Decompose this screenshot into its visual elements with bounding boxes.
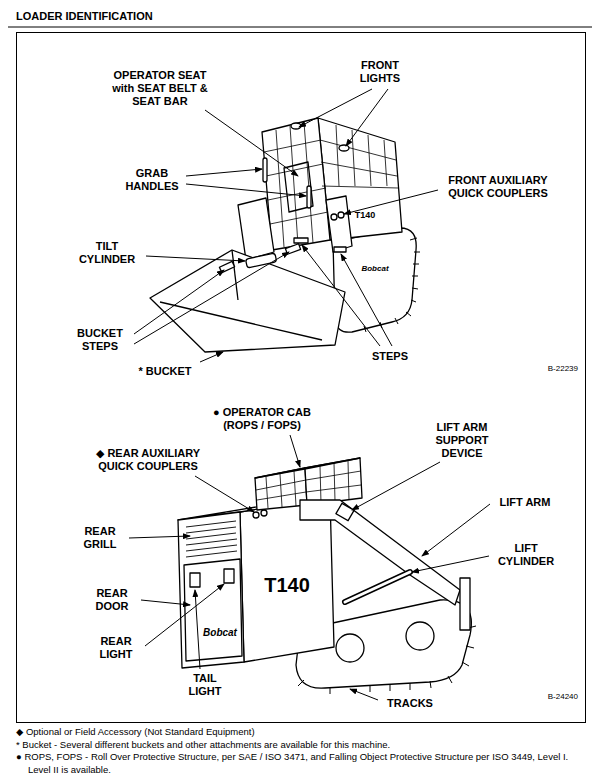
part-label: REAR GRILL (74, 525, 126, 551)
grab-handle (307, 186, 311, 208)
bucket-back (232, 250, 238, 300)
figure-frame (17, 33, 586, 723)
cab-front (262, 118, 330, 250)
part-label: REAR LIGHT (90, 635, 142, 661)
part-label: ● OPERATOR CAB (ROPS / FOPS) (206, 406, 318, 432)
track-wheel (406, 622, 434, 650)
front-light (339, 145, 349, 151)
rear-grill (186, 521, 237, 557)
part-label: GRAB HANDLES (121, 167, 183, 193)
part-label: TAIL LIGHT (179, 672, 231, 698)
quick-coupler (331, 214, 337, 220)
attachment-plate (460, 578, 470, 630)
track-treads (364, 238, 420, 332)
front-light (291, 123, 301, 129)
front-loader (150, 118, 420, 352)
cab-side (305, 458, 362, 505)
footnote: ◆ Optional or Field Accessory (Not Stand… (16, 726, 586, 739)
bucket-step (219, 261, 234, 272)
part-label: OPERATOR SEAT with SEAT BELT & SEAT BAR (105, 69, 215, 108)
figure-code: B-24240 (518, 691, 578, 702)
part-label: TILT CYLINDER (72, 240, 142, 266)
rear-light (190, 573, 200, 587)
figure-code: B-22239 (518, 363, 578, 374)
bucket (150, 250, 345, 352)
quick-coupler (253, 512, 259, 518)
lift-arm-support (336, 503, 354, 520)
leader-lines (129, 89, 490, 700)
part-label: REAR DOOR (86, 587, 138, 613)
footnote: ● ROPS, FOPS - Roll Over Protective Stru… (16, 751, 586, 776)
tilt-cylinder (245, 253, 276, 268)
part-label: ◆ REAR AUXILIARY QUICK COUPLERS (87, 447, 209, 473)
part-label: LIFT CYLINDER (493, 542, 559, 568)
rear-loader (178, 458, 476, 694)
lift-cylinder (345, 572, 410, 602)
rear-face (178, 512, 244, 668)
grab-handle (263, 158, 267, 182)
part-label: FRONT LIGHTS (349, 59, 411, 85)
page-title: LOADER IDENTIFICATION (16, 10, 153, 23)
part-label: * BUCKET (130, 365, 200, 378)
rear-door (184, 559, 242, 661)
quick-coupler (338, 212, 344, 218)
machine-decal: Bobcat (197, 626, 243, 639)
part-label: LIFT ARM (493, 496, 557, 509)
part-label: LIFT ARM SUPPORT DEVICE (426, 421, 498, 460)
lift-arm (238, 198, 274, 260)
part-label: STEPS (365, 350, 415, 363)
part-label: FRONT AUXILIARY QUICK COUPLERS (442, 174, 554, 200)
bucket-floor (160, 302, 322, 340)
quick-coupler (261, 510, 267, 516)
machine-decal: Bobcat (353, 263, 397, 274)
rear-light (224, 569, 234, 583)
body-side (240, 497, 334, 662)
lift-cylinder (345, 572, 410, 602)
step (294, 238, 308, 243)
step (334, 247, 346, 252)
cab-rear (255, 468, 307, 510)
part-label: TRACKS (380, 697, 440, 710)
lift-arm (300, 500, 460, 605)
title-rule (8, 27, 592, 28)
footnote: * Bucket - Several different buckets and… (16, 739, 586, 752)
lift-arm (326, 196, 352, 252)
machine-decal: T140 (252, 574, 322, 597)
part-label: BUCKET STEPS (69, 327, 131, 353)
machine-decal: T140 (345, 209, 385, 221)
track-wheel (336, 634, 364, 662)
cab-roof (255, 458, 360, 478)
